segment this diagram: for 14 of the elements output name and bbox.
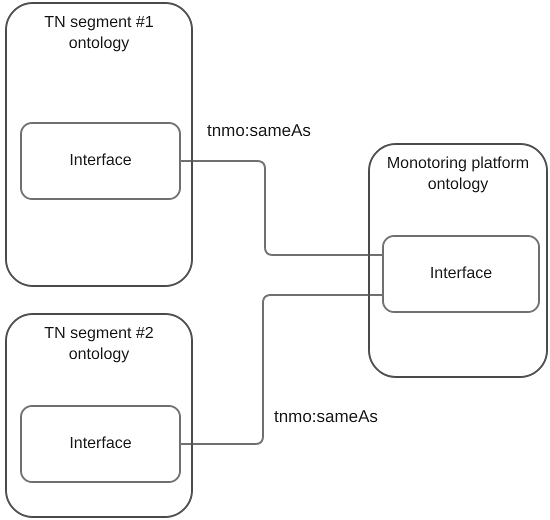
ontology-container <box>368 143 548 378</box>
container-title: TN segment #1 ontology <box>43 13 155 54</box>
container-title: TN segment #2 ontology <box>43 324 155 365</box>
box-label: Interface <box>69 434 132 454</box>
interface-box <box>20 122 181 200</box>
container-title: Monotoring platform ontology <box>386 154 530 195</box>
interface-box <box>20 405 181 483</box>
ontology-container <box>5 313 193 518</box>
box-label: Interface <box>430 264 492 284</box>
connector-line <box>181 294 382 445</box>
box-label: Interface <box>69 151 132 171</box>
connector-line <box>181 160 382 256</box>
ontology-container <box>5 2 193 287</box>
interface-box <box>382 235 540 313</box>
